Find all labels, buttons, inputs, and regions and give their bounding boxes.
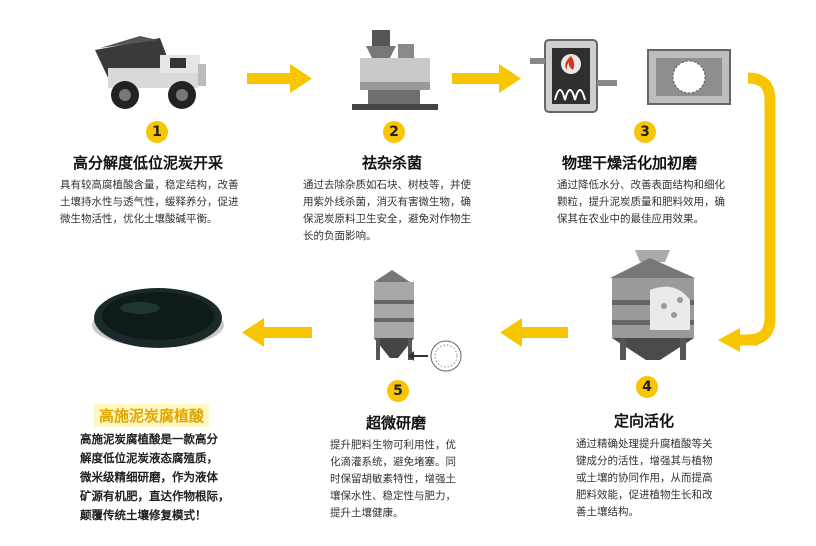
ultrafine-mill-icon (374, 270, 462, 372)
step-5-line-3: 时保留胡敏素特性，增强土 (330, 473, 456, 485)
step-4-line-2: 键成分的活性，增强其与植物 (576, 455, 713, 467)
mining-truck-icon (95, 36, 206, 109)
final-line-4: 矿源有机肥，直达作物根际， (80, 489, 230, 503)
final-line-5: 颠覆传统土壤修复模式！ (80, 508, 207, 522)
dryer-grinder-icon (530, 39, 731, 113)
step-4-number: 4 (636, 376, 658, 398)
step-2-line-1: 通过去除杂质如石块、树枝等，并使 (303, 179, 471, 191)
step-4-line-1: 通过精确处理提升腐植酸等关 (576, 438, 713, 450)
step-2-line-4: 长的负面影响。 (303, 230, 377, 242)
final-line-1: 高施泥炭腐植酸是一款高分 (80, 432, 218, 446)
sterilizer-machine-icon (352, 30, 438, 110)
step-3-title: 物理干燥活化加初磨 (562, 154, 698, 172)
step-4-title: 定向活化 (614, 412, 675, 430)
step-1-description: 具有较高腐植酸含量，稳定结构，改善 土壤持水性与透气性，缓释养分，促进 微生物活… (60, 177, 239, 228)
humic-acid-dish-icon (92, 288, 224, 348)
step-5-number: 5 (387, 380, 409, 402)
step-1-number: 1 (146, 121, 168, 143)
step-4-description: 通过精确处理提升腐植酸等关 键成分的活性，增强其与植物 或土壤的协同作用，从而提… (576, 436, 713, 521)
step-5-line-2: 化滴灌系统，避免堵塞。同 (330, 456, 456, 468)
step-3-line-3: 保其在农业中的最佳应用效果。 (557, 213, 704, 225)
step-1-title: 高分解度低位泥炭开采 (73, 154, 224, 172)
step-3-description: 通过降低水分、改善表面结构和细化 颗粒，提升泥炭质量和肥料效用，确 保其在农业中… (557, 177, 725, 228)
step-5-title: 超微研磨 (366, 414, 427, 432)
step-2-number: 2 (383, 121, 405, 143)
activation-tank-icon (610, 250, 695, 360)
step-2-line-2: 用紫外线杀菌，消灭有害微生物，确 (303, 196, 471, 208)
step-4-line-5: 善土壤结构。 (576, 506, 639, 518)
arrow-2-to-3 (452, 64, 521, 93)
step-4-line-4: 肥料效能，促进植物生长和改 (576, 489, 713, 501)
step-5-line-4: 壤保水性、稳定性与肥力， (330, 490, 456, 502)
arrow-1-to-2 (247, 64, 312, 93)
step-5-description: 提升肥料生物可利用性，优 化滴灌系统，避免堵塞。同 时保留胡敏素特性，增强土 壤… (330, 437, 456, 522)
step-2-line-3: 保泥炭原料卫生安全，避免对作物生 (303, 213, 471, 225)
step-1-line-3: 微生物活性，优化土壤酸碱平衡。 (60, 213, 218, 225)
arrow-4-to-5 (500, 318, 568, 347)
final-line-3: 微米级精细研磨，作为液体 (80, 470, 218, 484)
step-5-line-5: 提升土壤健康。 (330, 507, 404, 519)
step-2-description: 通过去除杂质如石块、树枝等，并使 用紫外线杀菌，消灭有害微生物，确 保泥炭原料卫… (303, 177, 471, 245)
final-product-description: 高施泥炭腐植酸是一款高分 解度低位泥炭液态腐殖质， 微米级精细研磨，作为液体 矿… (80, 430, 230, 525)
step-5-line-1: 提升肥料生物可利用性，优 (330, 439, 456, 451)
final-line-2: 解度低位泥炭液态腐殖质， (80, 451, 218, 465)
step-3-number: 3 (634, 121, 656, 143)
final-product-title: 高施泥炭腐植酸 (94, 404, 210, 427)
arrow-5-to-final (242, 318, 312, 347)
step-2-title: 祛杂杀菌 (362, 154, 423, 172)
step-3-line-1: 通过降低水分、改善表面结构和细化 (557, 179, 725, 191)
arrow-3-to-4-curved (718, 72, 776, 352)
step-1-line-1: 具有较高腐植酸含量，稳定结构，改善 (60, 179, 239, 191)
step-4-line-3: 或土壤的协同作用，从而提高 (576, 472, 713, 484)
step-3-line-2: 颗粒，提升泥炭质量和肥料效用，确 (557, 196, 725, 208)
step-1-line-2: 土壤持水性与透气性，缓释养分，促进 (60, 196, 239, 208)
